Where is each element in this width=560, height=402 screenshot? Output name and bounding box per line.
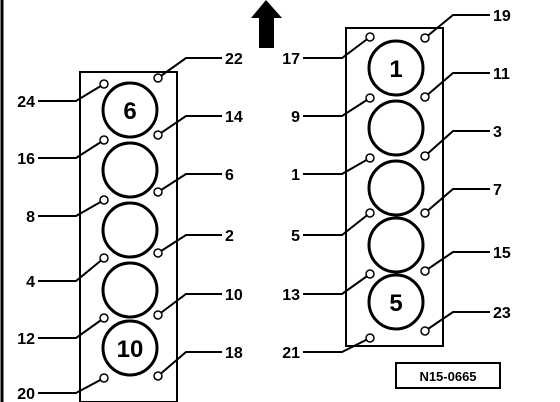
bolt-number: 21 — [282, 345, 300, 362]
bolt-hole — [99, 135, 109, 145]
bolt-number: 5 — [291, 228, 300, 245]
bolt-hole — [153, 73, 163, 83]
left-cylinder-head-outline — [79, 71, 178, 402]
cylinder-number: 6 — [123, 98, 136, 125]
bolt-number: 1 — [291, 167, 300, 184]
cylinder-bore — [101, 141, 159, 199]
cylinder-bore — [367, 216, 425, 274]
reference-code: N15-0665 — [419, 369, 476, 384]
cylinder-bore — [367, 99, 425, 157]
leader-line — [303, 36, 371, 59]
cylinder-bore — [367, 39, 425, 97]
bolt-hole — [420, 151, 430, 161]
leader-line — [303, 212, 371, 236]
leader-line — [303, 97, 371, 117]
bolt-hole — [420, 266, 430, 276]
bolt-number: 11 — [493, 66, 510, 83]
bolt-number: 17 — [282, 51, 300, 68]
bolt-number: 16 — [17, 151, 35, 168]
bolt-number: 18 — [225, 345, 243, 362]
cylinder-bore — [367, 273, 425, 331]
bolt-number: 22 — [225, 51, 243, 68]
bolt-hole — [153, 130, 163, 140]
bolt-holes — [99, 32, 430, 383]
bolt-hole — [365, 153, 375, 163]
bolt-hole — [420, 92, 430, 102]
bolt-hole — [365, 208, 375, 218]
leader-line — [38, 139, 105, 159]
reference-code-box: N15-0665 — [395, 362, 501, 389]
leader-line — [38, 257, 105, 282]
bolt-hole — [420, 326, 430, 336]
bolt-number: 15 — [493, 245, 511, 262]
bolt-hole — [365, 333, 375, 343]
bolt-number: 9 — [291, 109, 300, 126]
leader-line — [424, 130, 490, 157]
bolt-hole — [365, 32, 375, 42]
bolt-number: 20 — [17, 386, 35, 402]
leader-lines — [38, 14, 490, 394]
leader-line — [424, 72, 490, 98]
bolt-number: 12 — [17, 331, 35, 348]
bolt-number: 14 — [225, 109, 243, 126]
bolt-hole — [99, 79, 109, 89]
leader-line — [157, 57, 222, 79]
cylinder-number: 10 — [117, 336, 144, 363]
cylinder-bore — [367, 159, 425, 217]
bolt-number: 10 — [225, 287, 243, 304]
leader-line — [424, 14, 490, 39]
leader-line — [424, 188, 490, 214]
leader-line — [424, 251, 490, 272]
bolt-hole — [99, 313, 109, 323]
bolt-number: 6 — [225, 167, 234, 184]
bolt-hole — [153, 187, 163, 197]
bolt-hole — [365, 269, 375, 279]
leader-line — [157, 234, 222, 254]
bolt-number: 8 — [26, 209, 35, 226]
bolt-hole — [99, 373, 109, 383]
cylinders: 6 10 1 5 — [101, 39, 425, 377]
bolt-hole — [99, 195, 109, 205]
bolt-number: 19 — [493, 8, 511, 25]
bolt-hole — [99, 253, 109, 263]
bolt-hole — [365, 93, 375, 103]
leader-line — [303, 157, 371, 175]
leader-line — [38, 83, 105, 102]
leader-line — [303, 273, 371, 295]
bolt-hole — [420, 33, 430, 43]
leader-line — [157, 115, 222, 136]
bolt-number: 13 — [282, 287, 300, 304]
bolt-hole — [153, 248, 163, 258]
leader-line — [303, 337, 371, 353]
bolt-number: 24 — [17, 94, 35, 111]
bolt-number: 23 — [493, 305, 511, 322]
bolt-number: 3 — [493, 124, 502, 141]
bolt-hole — [153, 371, 163, 381]
cylinder-bore — [101, 261, 159, 319]
bolt-hole — [153, 310, 163, 320]
right-cylinder-head-outline — [345, 27, 444, 347]
leader-line — [424, 311, 490, 332]
leader-line — [38, 199, 105, 217]
leader-line — [38, 317, 105, 339]
bolt-number: 7 — [493, 182, 502, 199]
cylinder-bore — [101, 201, 159, 259]
cylinder-bore — [101, 319, 159, 377]
bolt-hole — [420, 208, 430, 218]
cylinder-number: 1 — [389, 56, 402, 83]
leader-line — [157, 351, 222, 377]
leader-line — [38, 377, 105, 394]
cylinder-bore — [101, 81, 159, 139]
cylinder-number: 5 — [389, 290, 402, 317]
leader-line — [157, 173, 222, 193]
arrow-up-icon — [251, 0, 282, 48]
bolt-number: 4 — [26, 274, 35, 291]
leader-line — [157, 293, 222, 316]
bolt-number: 2 — [225, 228, 234, 245]
